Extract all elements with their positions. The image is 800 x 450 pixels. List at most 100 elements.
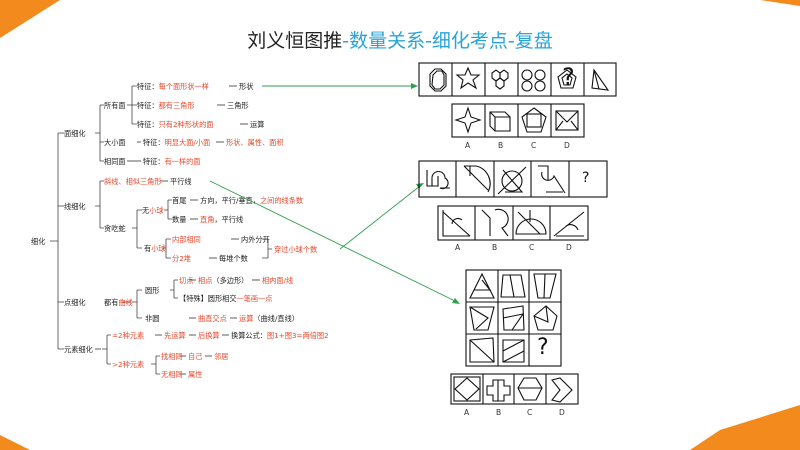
p3-question-mark: ? [537,335,549,360]
puzzle-1-options [451,103,585,138]
node-point: 点细化 [64,298,86,307]
node-hasball: 有小球 [144,244,166,253]
corner-top-left [0,0,60,38]
node-calc2: 运算（曲线/直线） [239,314,299,323]
node-circle: 圆形 [145,286,160,295]
corner-bottom-right [690,405,800,450]
corner-top-right [760,0,800,6]
p3-option-b-label: B [496,408,502,417]
node-bs-attr: 形状、属性、面积 [226,138,284,147]
p1-option-c: C [531,141,537,150]
node-element: 元素细化 [64,345,93,354]
node-then: 后换算 [198,331,220,340]
point-bracket [132,289,142,319]
node-perpile: 每堆个数 [219,254,248,263]
greedy-bracket [132,209,142,249]
p2-option-b-label: B [492,243,498,252]
p2-option-d-label: D [566,243,572,252]
node-tangent: 切点 [179,276,194,285]
title-sub: -数量关系-细化考点-复盘 [342,30,553,52]
node-tangent-point: 相点（多边形） [198,276,249,285]
node-greedy: 贪吃蛇 [104,224,126,233]
p2-option-a-label: A [455,243,461,252]
node-noball: 无小球 [142,206,164,215]
node-ht-detail: 方向，平行/垂直，之间的线条数 [200,196,304,205]
node-feat-1: 特征：每个面形状一样 [137,82,209,91]
link-arrows [209,83,460,304]
line-bracket [95,180,104,229]
node-eq2: =2种元素 [112,331,145,340]
node-innersame: 内部相同 [172,235,201,244]
node-gt2: >2种元素 [112,360,145,369]
node-root: 细化 [31,237,46,246]
p3-option-d-label: D [559,408,565,417]
node-sf-feat: 特征：有一样的面 [143,157,201,166]
p3-option-a-label: A [464,408,470,417]
node-allcurve: 都有曲线 [104,298,133,307]
node-attr: 属性 [188,370,203,379]
node-neighbor: 邻居 [214,352,229,361]
node-calc: 运算 [250,120,265,129]
crossball-bracket [262,238,272,259]
octagon-icon [429,68,447,92]
node-nosame: 无相同 [161,370,183,379]
node-allface: 所有面 [104,101,126,110]
arrow-1-head [411,83,418,89]
star-icon [455,66,481,90]
option-c-shape [521,107,547,133]
element-bracket [102,334,111,365]
node-bigsmall: 大小面 [104,138,126,147]
p3-option-c-label: C [527,408,533,417]
arrow-2 [209,180,456,302]
corner-bottom-left [0,435,30,450]
p2-option-d [553,211,585,237]
hasball-bracket [162,238,171,259]
allface-bracket [127,85,137,125]
node-face: 面细化 [64,129,86,138]
node-curvecross: 曲直交点 [198,314,227,323]
envelope-icon [555,110,579,131]
node-crossball: 穿过小球个数 [274,245,318,254]
cube-icon [489,111,511,132]
node-feat-2: 特征：都有三角形 [137,101,195,110]
node-parallel: 平行线 [170,177,192,186]
puzzle-2-question [418,160,608,198]
circle-bracket [170,279,178,299]
node-inner-split: 内外分开 [241,235,270,244]
gt2-bracket [151,355,160,375]
arrow-2-head [452,298,460,304]
p1-option-b: B [498,141,504,150]
option-a-shape [454,106,482,134]
node-findsame: 找相同 [161,352,183,361]
arrow-3 [339,185,421,250]
p2-option-c-label: C [529,243,535,252]
node-feat-3: 特征：只有2种形状的面 [137,120,214,129]
node-line: 线细化 [64,202,86,211]
node-sameface: 相同面 [104,157,126,166]
node-count-detail: 直角，平行线 [200,215,244,224]
puzzle-3-options [450,373,579,405]
node-split2: 分2堆 [172,254,191,263]
face-bracket [95,104,104,162]
p2-option-c [515,210,547,235]
node-self: 自己 [188,352,203,361]
node-special: 【特殊】圆形相交一笔画一点 [179,294,273,303]
p2-option-a [442,210,471,237]
noball-bracket [164,199,172,220]
node-noncircle: 非圆 [145,314,160,323]
puzzle-3-grid [465,269,562,367]
p2-question-mark: ? [582,170,590,186]
p1-option-d: D [564,141,570,150]
p2-shape-2 [463,165,491,193]
node-bs-feat: 特征：明显大面/小面 [143,138,211,147]
node-triangle: 三角形 [227,101,249,110]
puzzle-1-question [418,62,617,97]
node-shape: 形状 [239,82,254,91]
node-count: 数量 [172,215,187,224]
node-tangent-face: 相内面/线 [262,276,294,285]
root-bracket [50,132,64,350]
